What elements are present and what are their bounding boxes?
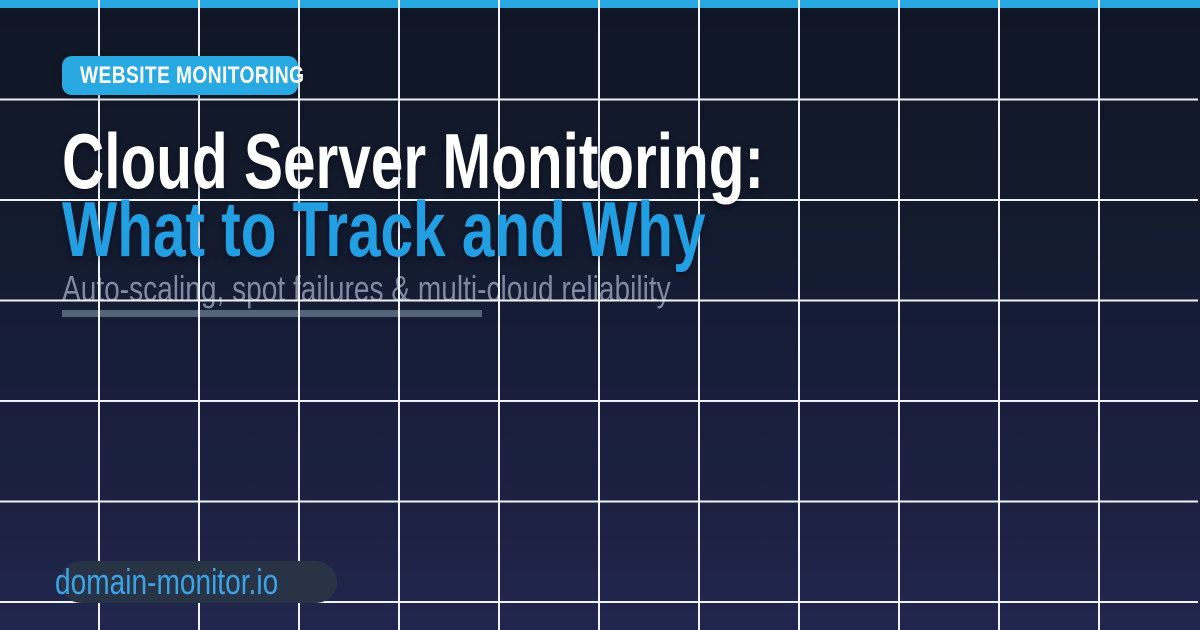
subtitle-underline bbox=[62, 310, 482, 317]
subtitle-text: Auto-scaling, spot failures & multi-clou… bbox=[62, 268, 671, 309]
category-badge-label: WEBSITE MONITORING bbox=[80, 61, 305, 89]
top-accent-bar bbox=[0, 0, 1200, 8]
page-title: Cloud Server Monitoring: What to Track a… bbox=[62, 122, 998, 273]
domain-pill: domain-monitor.io bbox=[55, 561, 337, 603]
category-badge: WEBSITE MONITORING bbox=[62, 56, 304, 95]
title-line-2: What to Track and Why bbox=[62, 185, 706, 273]
subtitle: Auto-scaling, spot failures & multi-clou… bbox=[62, 268, 842, 310]
domain-label: domain-monitor.io bbox=[55, 561, 279, 602]
